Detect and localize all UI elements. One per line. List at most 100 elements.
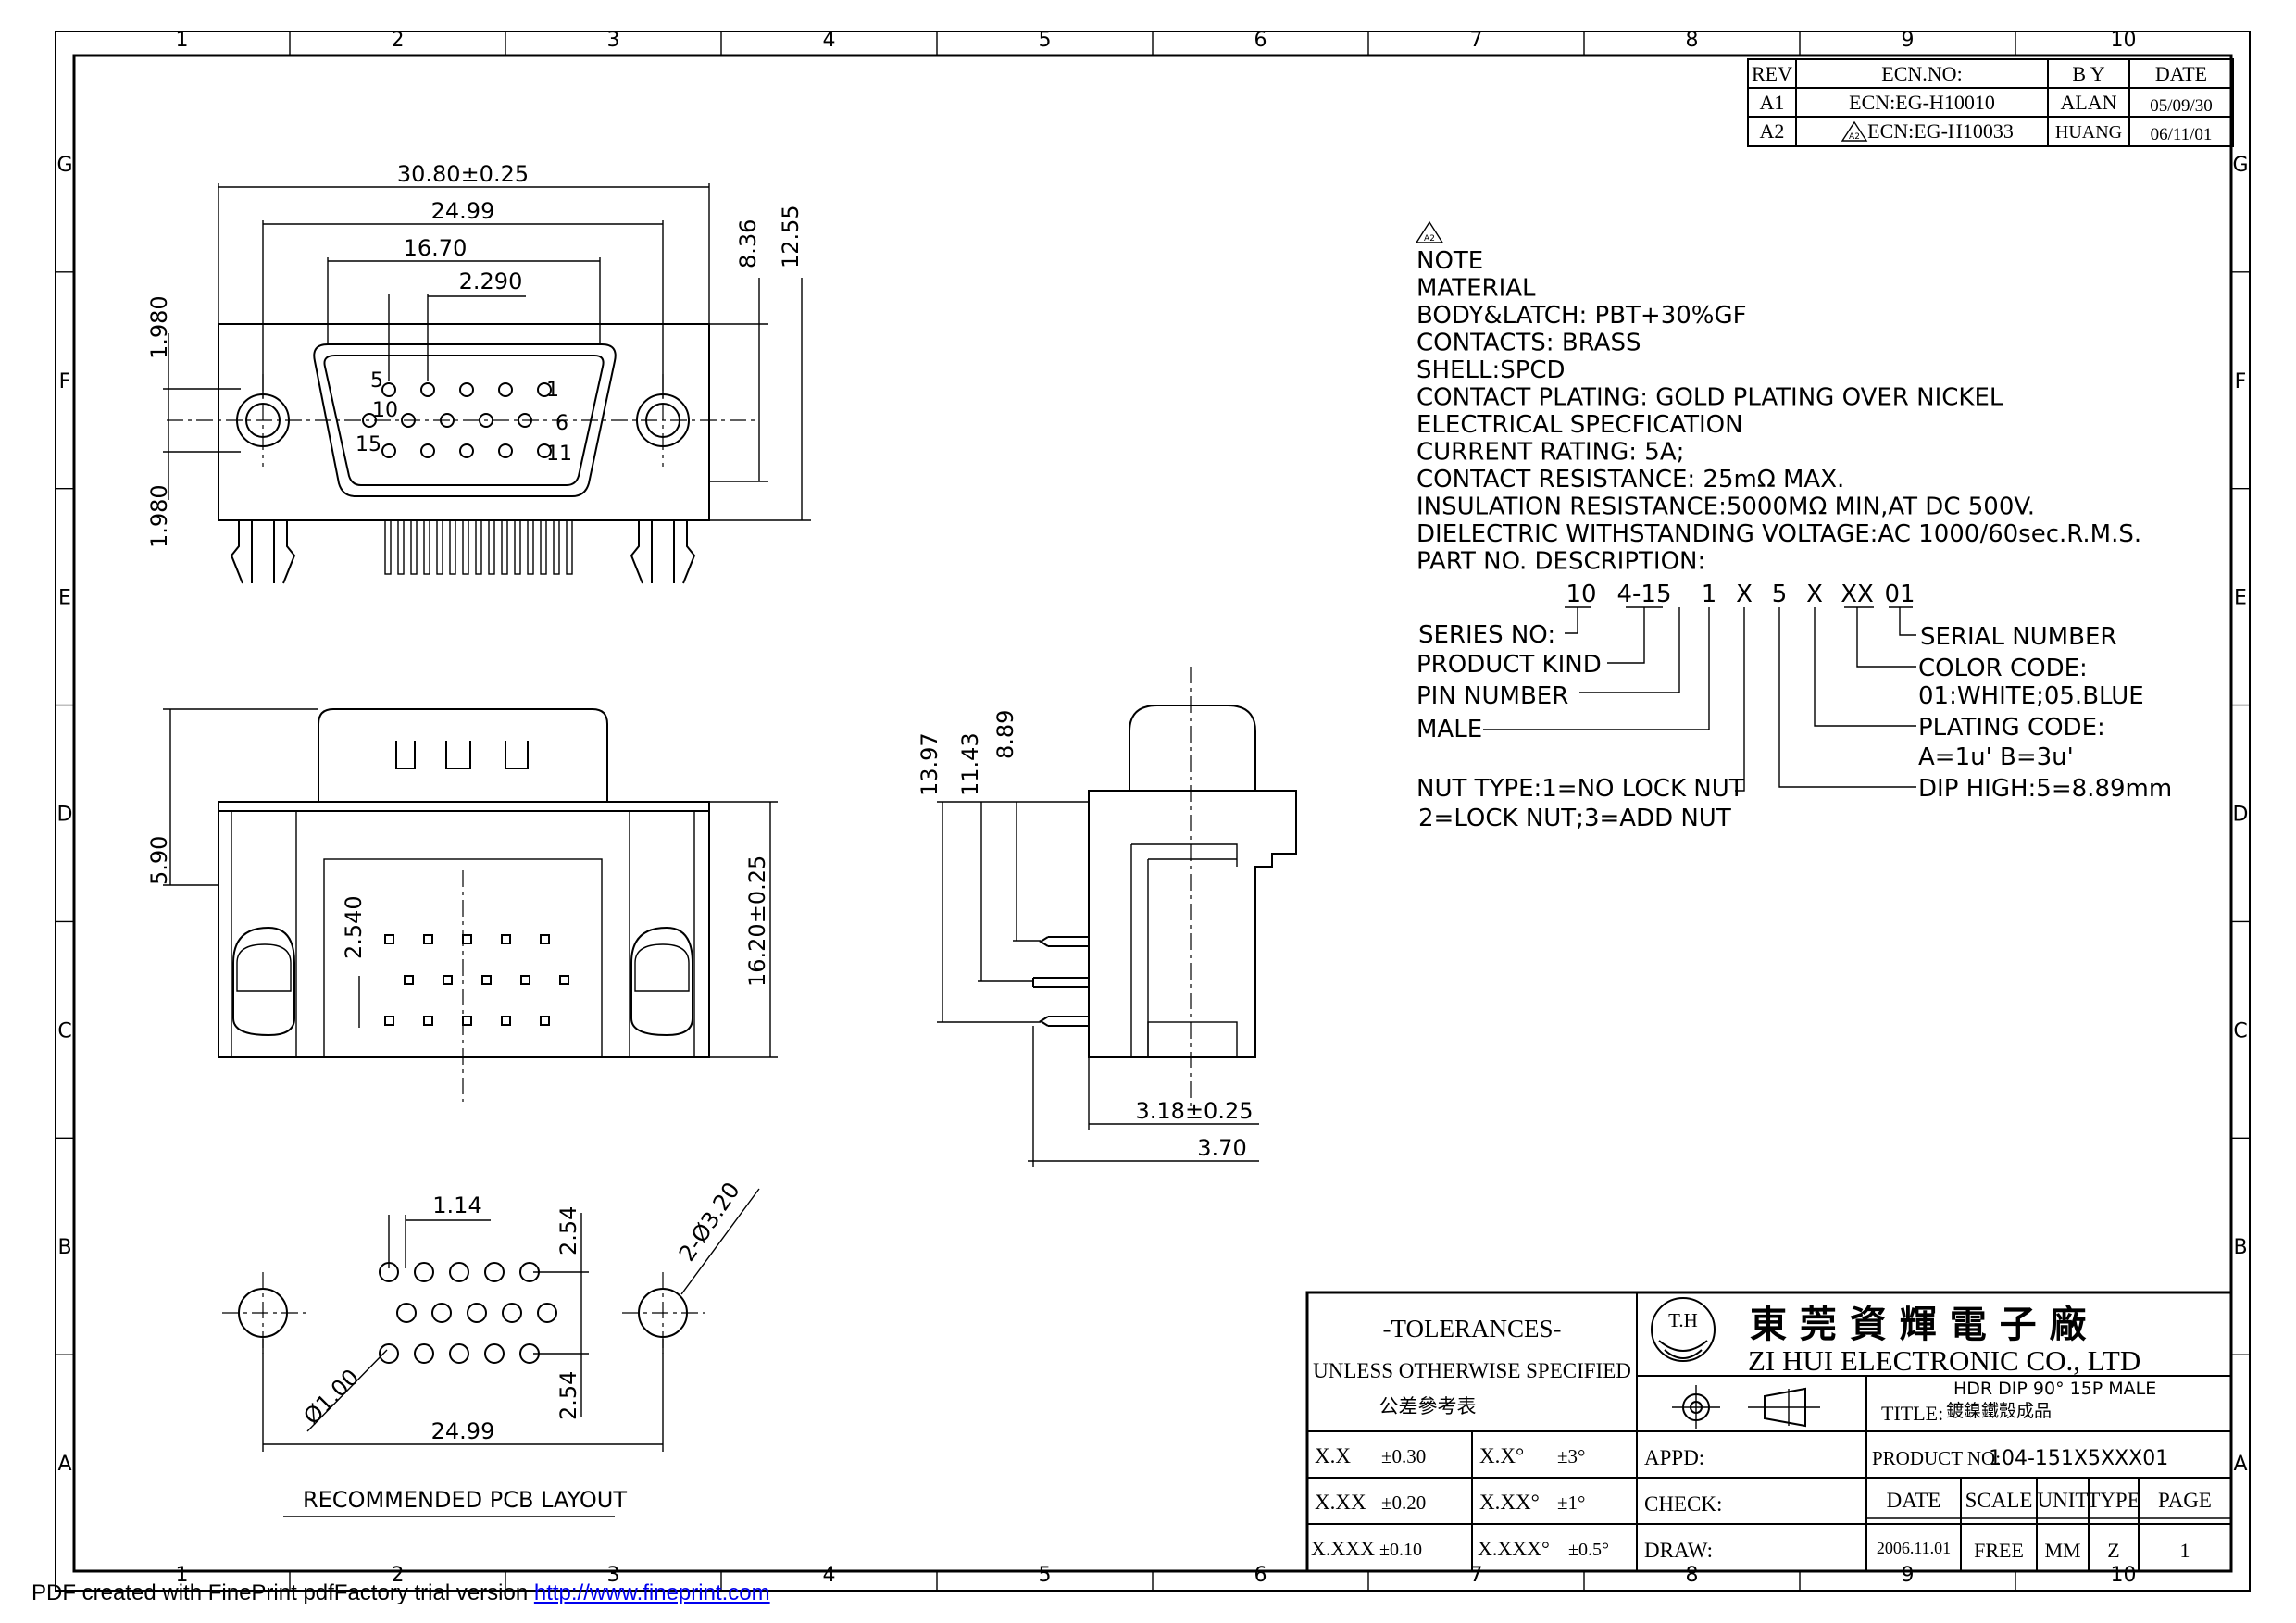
note-line: CONTACTS: BRASS [1416, 330, 1641, 357]
part-label-serial: SERIAL NUMBER [1920, 623, 2116, 651]
contact-leg [384, 519, 392, 575]
pin [420, 443, 435, 458]
title-block: -TOLERANCES- UNLESS OTHERWISE SPECIFIED … [1305, 1291, 2233, 1573]
pin-label-1: 1 [546, 379, 559, 402]
pad [443, 975, 453, 985]
dim-pcb-row-a: 2.54 [555, 1206, 581, 1255]
pin-label-15: 15 [356, 433, 381, 456]
pdf-footer: PDF created with FinePrint pdfFactory tr… [31, 1580, 770, 1606]
grid-column-label: 1 [176, 1564, 189, 1587]
company-name-cn: 東 莞 資 輝 電 子 廠 [1750, 1304, 2087, 1346]
pcb-hole [414, 1343, 434, 1364]
rev-row2-ecn: ECN:EG-H10033 [1867, 119, 2014, 143]
contact-leg [449, 519, 456, 575]
front-view: 5.90 16.20±0.25 2.540 [146, 708, 778, 1102]
grid-row-label: B [57, 1236, 71, 1259]
pin [381, 443, 396, 458]
pcb-hole [537, 1303, 557, 1323]
grid-column-label: 8 [1686, 29, 1699, 52]
dim-row-pitch: 2.540 [341, 895, 367, 959]
rev-header-date: DATE [2155, 62, 2207, 85]
dim-shell-width: 16.70 [404, 235, 468, 261]
product-no-value: 104-151X5XXX01 [1989, 1447, 2168, 1470]
grid-row-label: D [2233, 804, 2249, 827]
part-label-dip: DIP HIGH:5=8.89mm [1918, 775, 2172, 803]
svg-text:A2: A2 [1849, 132, 1860, 142]
note-line: SHELL:SPCD [1416, 356, 1566, 384]
note-line: DIELECTRIC WITHSTANDING VOLTAGE:AC 1000/… [1416, 520, 2141, 548]
contact-leg [553, 519, 560, 575]
contact-leg [410, 519, 418, 575]
grid-row-label: A [2233, 1453, 2247, 1476]
contact-leg [488, 519, 495, 575]
part-code-series: 10 [1566, 581, 1596, 608]
revision-triangle-icon: A2 [1841, 120, 1868, 142]
pin-label-6: 6 [555, 412, 568, 435]
grid-column-label: 5 [1039, 29, 1052, 52]
grid-column-label: 8 [1686, 1564, 1699, 1587]
val-type: Z [2107, 1539, 2119, 1562]
pcb-hole [484, 1343, 505, 1364]
svg-text:T.H: T.H [1668, 1309, 1698, 1331]
dim-side-b: 11.43 [957, 732, 983, 796]
rev-header-ecn: ECN.NO: [1881, 62, 1962, 85]
pad [559, 975, 569, 985]
pad [462, 1016, 472, 1026]
pcb-hole [449, 1262, 469, 1282]
part-label-color: COLOR CODE: [1918, 655, 2088, 682]
top-view: 5 1 10 6 15 11 30.80±0.25 24.99 16.70 2.… [146, 161, 811, 584]
contact-leg [501, 519, 508, 575]
title-cn: 鍍鎳鐵殼成品 [1946, 1401, 2052, 1421]
check-label: CHECK: [1644, 1492, 1722, 1516]
pcb-layout: 1.14 2.54 2.54 2-Ø3.20 Ø1.00 24.99 RECOM… [222, 1178, 760, 1517]
dim-pin-pitch: 2.290 [459, 268, 523, 294]
part-label-color-values: 01:WHITE;05.BLUE [1918, 682, 2144, 710]
note-line: CURRENT RATING: 5A; [1416, 439, 1684, 467]
pcb-hole [484, 1262, 505, 1282]
col-type: TYPE [2087, 1489, 2140, 1512]
contact-leg [397, 519, 405, 575]
pad [423, 934, 433, 944]
pin-label-10: 10 [372, 399, 398, 422]
tol-2-angle-value: ±1° [1557, 1492, 1585, 1514]
appd-label: APPD: [1644, 1446, 1704, 1469]
side-view: 13.97 11.43 8.89 3.18±0.25 3.70 [917, 667, 1297, 1167]
dim-height-a: 8.36 [735, 219, 761, 268]
pcb-hole [431, 1303, 452, 1323]
val-date: 2006.11.01 [1877, 1539, 1951, 1557]
grid-column-label: 4 [823, 29, 836, 52]
contact-leg [527, 519, 534, 575]
tol-2-value: ±0.20 [1381, 1492, 1426, 1514]
rev-row2-rev: A2 [1760, 119, 1785, 143]
pin [537, 382, 552, 397]
pad [462, 934, 472, 944]
part-label-plating: PLATING CODE: [1918, 714, 2105, 742]
part-code-kind-pins: 4-15 [1616, 581, 1671, 608]
val-scale: FREE [1974, 1539, 2024, 1562]
val-unit: MM [2044, 1539, 2080, 1562]
dim-pcb-hole: Ø1.00 [298, 1364, 364, 1429]
tol-2-label: X.XX [1315, 1491, 1366, 1514]
footer-link[interactable]: http://www.fineprint.com [533, 1580, 770, 1605]
note-line: MATERIAL [1416, 275, 1536, 303]
nut-type-line-1: NUT TYPE:1=NO LOCK NUT [1416, 775, 1744, 803]
contact-leg [462, 519, 469, 575]
grid-row-label: C [2233, 1019, 2247, 1042]
grid-row-label: G [2232, 154, 2248, 177]
grid-column-label: 3 [607, 29, 620, 52]
product-no-label: PRODUCT NO: [1872, 1447, 2001, 1469]
rev-row1-rev: A1 [1760, 91, 1785, 114]
dim-front-total: 16.20±0.25 [744, 855, 770, 987]
rev-row1-ecn: ECN:EG-H10010 [1849, 91, 1995, 114]
tol-3-angle-label: X.XXX° [1478, 1537, 1550, 1560]
company-logo-icon: T.H [1651, 1297, 1716, 1362]
note-line: BODY&LATCH: PBT+30%GF [1416, 302, 1747, 330]
rev-row2-date: 06/11/01 [2151, 125, 2213, 144]
grid-row-label: C [57, 1019, 71, 1042]
grid-column-label: 6 [1254, 1564, 1267, 1587]
contact-leg [540, 519, 547, 575]
title-en: HDR DIP 90° 15P MALE [1953, 1379, 2156, 1399]
contact-leg [475, 519, 482, 575]
grid-column-label: 4 [823, 1564, 836, 1587]
